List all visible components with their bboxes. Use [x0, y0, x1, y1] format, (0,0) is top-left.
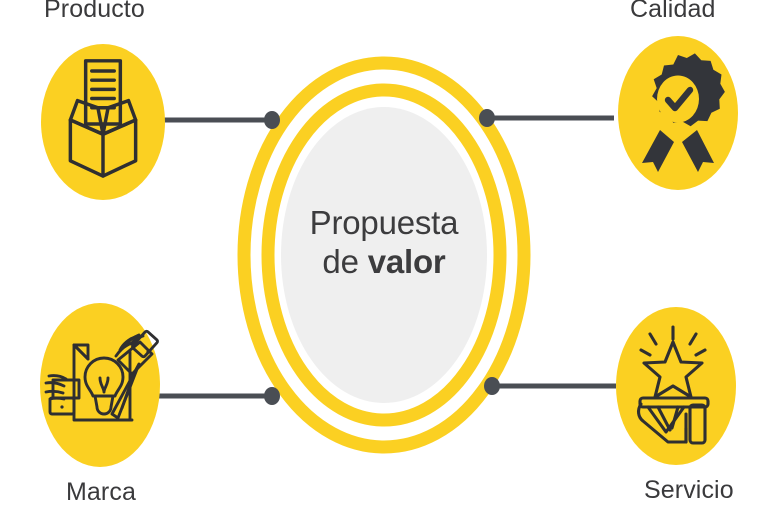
center-ellipse-group [237, 56, 531, 454]
open-box-with-document-icon [68, 59, 138, 178]
node-label-marca: Marca [66, 478, 136, 506]
node-servicio[interactable] [616, 307, 736, 465]
connector-dot-calidad [479, 109, 495, 127]
node-producto[interactable] [41, 44, 165, 200]
connector-dot-servicio [484, 377, 500, 395]
node-calidad[interactable] [618, 36, 738, 190]
quality-badge-inner [657, 75, 699, 123]
node-label-calidad: Calidad [630, 0, 716, 23]
connector-group [156, 115, 616, 399]
node-label-servicio: Servicio [644, 476, 734, 504]
center-inner-ring [261, 83, 507, 427]
connector-dot-producto [264, 111, 280, 129]
hand-tray-star-icon [637, 325, 710, 445]
node-label-producto: Producto [44, 0, 145, 23]
connector-dot-group [264, 109, 500, 405]
hands-lightbulb-design-icon [44, 329, 159, 422]
node-marca[interactable] [40, 303, 160, 467]
center-disc [281, 107, 487, 403]
check-icon [664, 86, 694, 112]
center-outer-ring [237, 56, 531, 454]
connector-dot-marca [264, 387, 280, 405]
